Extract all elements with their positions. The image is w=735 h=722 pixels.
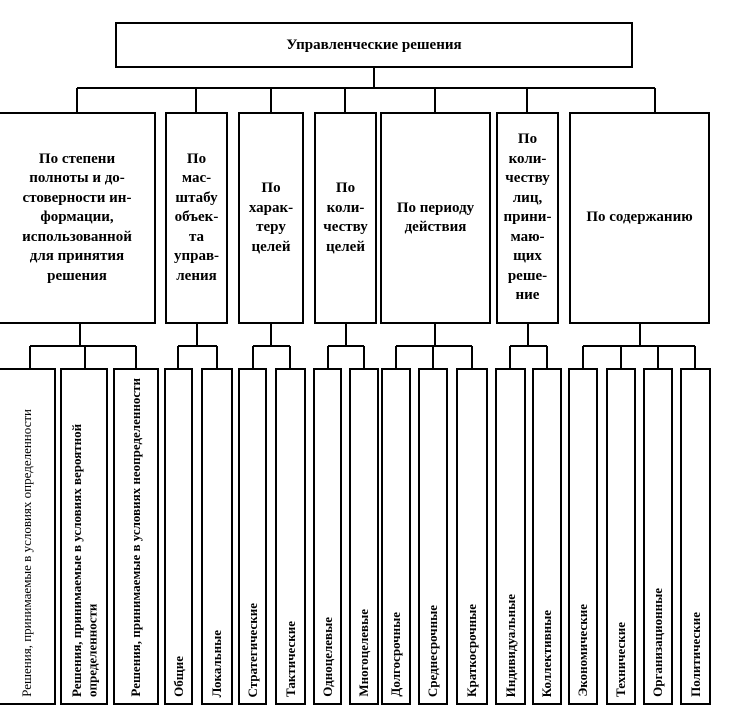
leaf-label: Технические bbox=[613, 622, 629, 697]
leaf-individual: Индивидуальные bbox=[495, 368, 526, 705]
category-label: По мас- штабу объек- та управ- ления bbox=[173, 150, 220, 284]
leaf-certainty: Решения, принимаемые в условиях определе… bbox=[0, 368, 56, 705]
leaf-label: Решения, принимаемые в условиях определе… bbox=[19, 409, 35, 697]
leaf-political: Политические bbox=[680, 368, 711, 705]
category-label: По содержанию bbox=[586, 209, 693, 226]
leaf-tactical: Тактические bbox=[275, 368, 306, 705]
leaf-label: Решения, принимаемые в условиях неопреде… bbox=[128, 378, 144, 697]
category-goal-nature: По харак- теру целей bbox=[238, 112, 304, 324]
leaf-medium-term: Среднесрочные bbox=[418, 368, 448, 705]
root-node: Управленческие решения bbox=[115, 22, 633, 68]
leaf-label: Индивидуальные bbox=[502, 593, 518, 697]
leaf-label: Локальные bbox=[209, 629, 225, 697]
leaf-label: Тактические bbox=[282, 621, 298, 697]
leaf-economic: Экономические bbox=[568, 368, 598, 705]
leaf-label: Долгосрочные bbox=[388, 612, 404, 697]
leaf-single-goal: Одноцелевые bbox=[313, 368, 342, 705]
category-period: По периоду действия bbox=[380, 112, 491, 324]
category-content: По содержанию bbox=[569, 112, 710, 324]
leaf-collective: Коллективные bbox=[532, 368, 562, 705]
leaf-uncertainty: Решения, принимаемые в условиях неопреде… bbox=[113, 368, 159, 705]
leaf-long-term: Долгосрочные bbox=[381, 368, 411, 705]
category-label: По периоду действия bbox=[396, 199, 475, 236]
leaf-label: Одноцелевые bbox=[319, 617, 335, 697]
leaf-label: Многоцелевые bbox=[356, 609, 372, 697]
category-goal-count: По коли- честву целей bbox=[314, 112, 377, 324]
leaf-label: Экономические bbox=[575, 604, 591, 697]
category-label: По степени полноты и до- стоверности ин-… bbox=[22, 150, 132, 284]
leaf-label: Общие bbox=[170, 656, 186, 697]
leaf-local: Локальные bbox=[201, 368, 233, 705]
root-label: Управленческие решения bbox=[286, 36, 462, 53]
leaf-label: Решения, принимаемые в условиях вероятно… bbox=[68, 423, 99, 697]
leaf-label: Организационные bbox=[650, 588, 666, 697]
leaf-label: Коллективные bbox=[539, 609, 555, 697]
leaf-probable-certainty: Решения, принимаемые в условиях вероятно… bbox=[60, 368, 108, 705]
leaf-label: Среднесрочные bbox=[425, 604, 441, 697]
category-decision-makers: По коли- честву лиц, прини- маю- щих реш… bbox=[496, 112, 559, 324]
leaf-label: Стратегические bbox=[244, 602, 260, 698]
leaf-organizational: Организационные bbox=[643, 368, 673, 705]
category-info-completeness: По степени полноты и до- стоверности ин-… bbox=[0, 112, 156, 324]
leaf-label: Краткосрочные bbox=[464, 604, 480, 697]
leaf-technical: Технические bbox=[606, 368, 636, 705]
category-label: По коли- честву целей bbox=[323, 180, 368, 255]
leaf-general: Общие bbox=[164, 368, 193, 705]
leaf-short-term: Краткосрочные bbox=[456, 368, 488, 705]
category-label: По харак- теру целей bbox=[248, 180, 294, 255]
leaf-strategic: Стратегические bbox=[238, 368, 267, 705]
leaf-label: Политические bbox=[687, 612, 703, 697]
category-label: По коли- честву лиц, прини- маю- щих реш… bbox=[503, 131, 552, 304]
leaf-multi-goal: Многоцелевые bbox=[349, 368, 379, 705]
category-management-scale: По мас- штабу объек- та управ- ления bbox=[165, 112, 228, 324]
